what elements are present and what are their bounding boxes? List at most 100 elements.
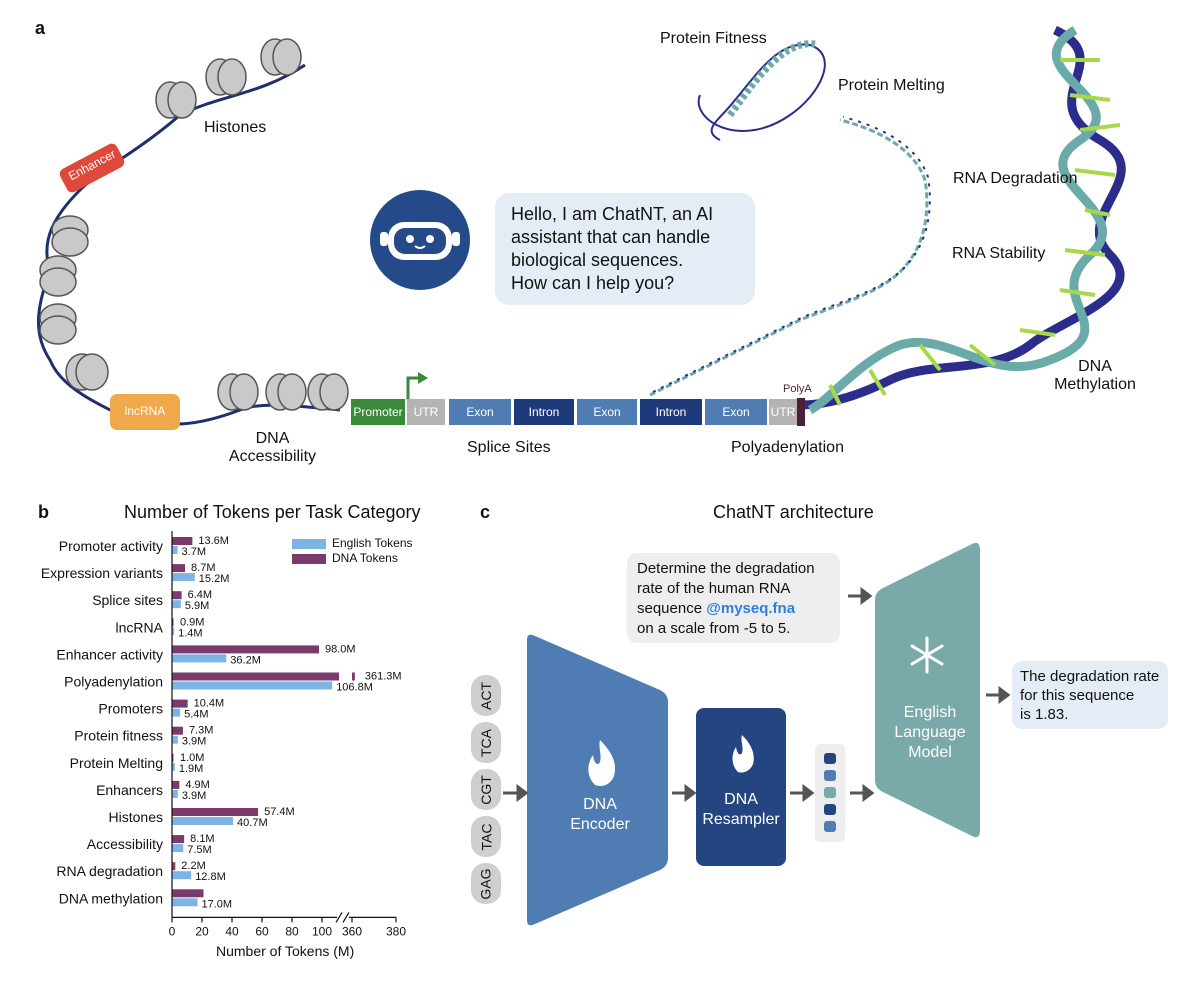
dna-value-label: 10.4M xyxy=(194,698,225,710)
architecture-diagram xyxy=(503,542,1011,926)
english-value-label: 17.0M xyxy=(202,898,233,910)
chart-x-axis-label: Number of Tokens (M) xyxy=(216,943,355,959)
english-value-label: 3.9M xyxy=(182,790,206,802)
dna-accessibility-label: DNA Accessibility xyxy=(228,430,317,465)
snowflake-icon xyxy=(910,636,944,674)
panel-c-letter: c xyxy=(480,502,491,522)
chat-bubble-line: biological sequences. xyxy=(511,250,684,270)
gene-segment-utr: UTR xyxy=(407,399,445,425)
dna-value-label: 2.2M xyxy=(181,860,205,872)
dna-value-label: 0.9M xyxy=(180,616,204,628)
gene-segment-intron: Intron xyxy=(514,399,574,425)
dna-token-bar xyxy=(172,889,204,898)
panel-a-letter: a xyxy=(35,18,46,38)
polya-label: PolyA xyxy=(783,383,812,395)
dna-value-label: 57.4M xyxy=(264,806,295,818)
english-token-bar xyxy=(172,654,227,663)
dna-methylation-label: DNA Methylation xyxy=(1054,358,1136,393)
english-value-label: 15.2M xyxy=(199,573,230,585)
nucleosome xyxy=(155,81,197,119)
gene-segment-intron: Intron xyxy=(640,399,702,425)
dna-token-bar xyxy=(172,618,174,627)
answer-line: The degradation rate xyxy=(1020,668,1160,685)
legend-swatch-dna xyxy=(292,554,326,564)
x-tick-label: 20 xyxy=(195,924,209,938)
dna-token-bar xyxy=(172,645,319,654)
category-label: Polyadenylation xyxy=(64,674,163,690)
enhancer-badge xyxy=(59,143,125,193)
category-label: lncRNA xyxy=(116,619,164,635)
english-token-bar xyxy=(172,898,198,907)
english-value-label: 1.4M xyxy=(178,627,202,639)
gene-segment-utr: UTR xyxy=(769,399,797,425)
polyadenylation-label: Polyadenylation xyxy=(731,439,844,456)
english-value-label: 106.8M xyxy=(336,682,373,694)
english-token-bar xyxy=(172,546,178,554)
chat-bubble: Hello, I am ChatNT, an AI assistant that… xyxy=(495,193,755,305)
prompt-line: rate of the human RNA xyxy=(637,580,791,597)
legend-swatch-english xyxy=(292,539,326,549)
english-token-bar xyxy=(172,573,195,582)
category-label: Enhancers xyxy=(96,782,163,798)
genome-illustration xyxy=(36,25,1126,430)
gene-segment-promoter: Promoter xyxy=(351,399,405,425)
answer-line: for this sequence xyxy=(1020,687,1135,704)
category-label: Promoter activity xyxy=(59,538,163,554)
english-token-bar xyxy=(172,789,178,798)
nucleosome xyxy=(205,58,247,96)
english-token-bar xyxy=(172,762,175,771)
lncrna-badge xyxy=(110,394,180,430)
axis-break-mark xyxy=(342,912,350,923)
english-value-label: 1.9M xyxy=(179,763,203,775)
english-value-label: 7.5M xyxy=(187,844,211,856)
dna-token-bar xyxy=(172,753,174,762)
nucleosome xyxy=(65,353,109,391)
x-tick-label: 360 xyxy=(342,924,362,938)
english-token-bar xyxy=(172,708,181,717)
dna-token-pill: TAC xyxy=(471,816,501,857)
dna-token-bar xyxy=(172,672,339,681)
english-token-bar xyxy=(172,681,333,690)
user-prompt-box: Determine the degradation rate of the hu… xyxy=(627,553,840,643)
gene-segment-exon: Exon xyxy=(577,399,637,425)
x-tick-label: 60 xyxy=(255,924,269,938)
answer-line: is 1.83. xyxy=(1020,706,1069,723)
x-tick-label: 380 xyxy=(386,924,406,938)
dna-token-bar xyxy=(172,564,186,573)
dna-token-bar xyxy=(352,672,355,681)
dna-token-bar xyxy=(172,699,188,708)
chat-bubble-line: Hello, I am ChatNT, an AI xyxy=(511,204,714,224)
model-answer-box: The degradation rate for this sequence i… xyxy=(1012,661,1168,729)
rna-degradation-label: RNA Degradation xyxy=(953,170,1078,187)
dna-value-label: 6.4M xyxy=(188,589,212,601)
x-tick-label: 100 xyxy=(312,924,332,938)
x-tick-label: 40 xyxy=(225,924,239,938)
dna-token-bar xyxy=(172,808,259,816)
splice-sites-label: Splice Sites xyxy=(467,439,551,456)
prompt-line: Determine the degradation xyxy=(637,560,815,577)
architecture-title: ChatNT architecture xyxy=(713,502,874,522)
category-label: Accessibility xyxy=(87,836,163,852)
axis-break-mark xyxy=(335,912,343,923)
dna-value-label: 98.0M xyxy=(325,643,356,655)
english-token-bar xyxy=(172,817,234,825)
legend-label-dna: DNA Tokens xyxy=(332,551,398,565)
language-model-shape xyxy=(875,542,980,838)
nucleosome xyxy=(39,255,77,297)
prompt-line: sequence @myseq.fna xyxy=(637,600,796,617)
english-value-label: 5.4M xyxy=(184,709,208,721)
nucleosome xyxy=(39,303,77,345)
dna-value-label: 1.0M xyxy=(180,752,204,764)
category-label: RNA degradation xyxy=(56,863,163,879)
english-token-bar xyxy=(172,627,175,636)
histones-label: Histones xyxy=(204,119,267,136)
flame-icon xyxy=(732,735,754,773)
robot-avatar xyxy=(370,190,470,290)
english-value-label: 3.7M xyxy=(182,546,206,558)
dna-value-label: 8.7M xyxy=(191,562,215,574)
category-label: Enhancer activity xyxy=(56,646,163,662)
dna-value-label: 4.9M xyxy=(185,779,209,791)
english-token-bar xyxy=(172,871,192,880)
